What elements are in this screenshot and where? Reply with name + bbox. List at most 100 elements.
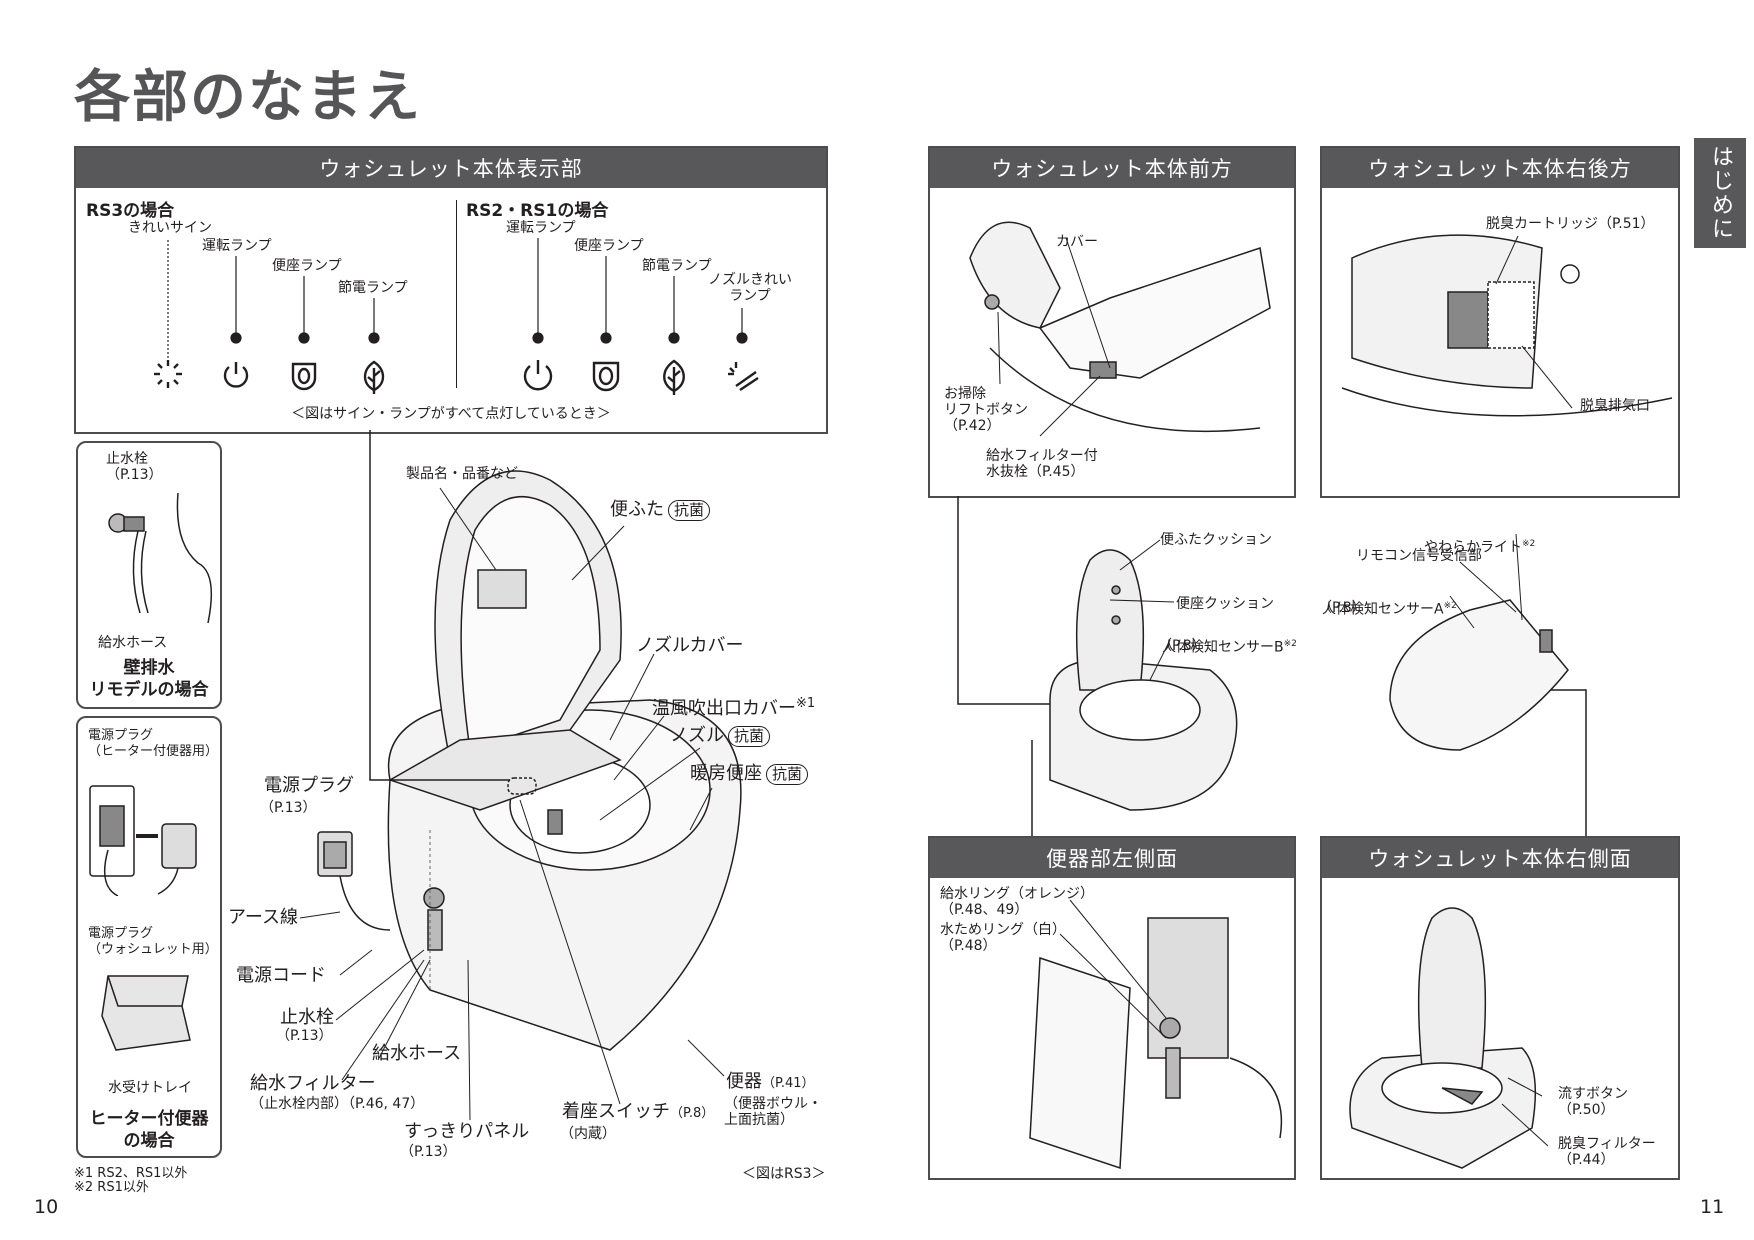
orange-ring-label: 給水リング（オレンジ） （P.48、49） xyxy=(940,886,1094,918)
power-icon xyxy=(223,362,249,388)
cartridge-label: 脱臭カートリッジ（P.51） xyxy=(1486,216,1655,232)
heated-seat-label: 暖房便座抗菌 xyxy=(690,764,809,785)
sensor-b-note: ※2 xyxy=(1283,639,1297,649)
power-plug-ref: （P.13） xyxy=(260,800,317,816)
display-panel-header: ウォシュレット本体表示部 xyxy=(76,148,826,188)
wall-valve-label: 止水栓 （P.13） xyxy=(106,451,163,483)
seat-closed-illustration xyxy=(1389,599,1569,751)
heater-plug-label: 電源プラグ （ヒーター付便器用） xyxy=(88,728,219,759)
deodor-filter-label: 脱臭フィルター （P.44） xyxy=(1558,1136,1656,1168)
rs2-label-power-lamp: 運転ランプ xyxy=(506,220,576,236)
sensor-a-note: ※2 xyxy=(1443,601,1457,611)
wall-drain-box: 止水栓 （P.13） 給水ホース 壁排水 リモデルの場合 xyxy=(76,441,222,709)
page-title: 各部のなまえ xyxy=(74,65,422,130)
panel-ref: （P.13） xyxy=(400,1144,457,1160)
toilet-main-illustration xyxy=(317,470,742,1051)
sensor-b-label: 人体検知センサーB※2 xyxy=(1162,639,1297,656)
left-side-panel-header: 便器部左側面 xyxy=(930,838,1294,878)
wall-hose-label: 給水ホース xyxy=(98,635,168,651)
product-name-label: 製品名・品番など xyxy=(406,466,518,482)
sensor-b-ref: （P.8） xyxy=(1158,638,1206,654)
drip-tray-illustration xyxy=(101,975,191,1051)
bowl-ref: （P.41） xyxy=(762,1076,815,1091)
page-number-right: 11 xyxy=(1700,1196,1725,1218)
seat-icon xyxy=(291,362,317,391)
front-illustration xyxy=(969,221,1271,437)
rs3-label-eco-lamp: 節電ランプ xyxy=(338,280,408,296)
water-filter-label: 給水フィルター xyxy=(250,1073,376,1094)
wall-valve-illustration xyxy=(108,492,213,624)
water-hose-label: 給水ホース xyxy=(372,1043,462,1064)
left-side-illustration xyxy=(1029,899,1283,1170)
display-panel: ウォシュレット本体表示部 RS3の場合 RS2・RS1の場合 きれいサイン 運転… xyxy=(74,146,828,434)
clean-sign-icon xyxy=(154,360,182,388)
right-side-illustration xyxy=(1349,907,1549,1169)
valve-label: 止水栓 xyxy=(280,1007,334,1028)
display-connector xyxy=(369,430,510,781)
footnote-2: ※2 RS1以外 xyxy=(74,1180,149,1195)
sensor-a-label: 人体検知センサーA※2 xyxy=(1322,601,1457,618)
washlet-plug-label: 電源プラグ （ウォシュレット用） xyxy=(88,926,218,957)
section-tab[interactable]: はじめに xyxy=(1694,138,1746,248)
valve-ref: （P.13） xyxy=(276,1028,333,1044)
remote-receiver-label: リモコン信号受信部 xyxy=(1356,548,1482,564)
right-side-panel-header: ウォシュレット本体右側面 xyxy=(1322,838,1678,878)
seat-icon xyxy=(592,361,620,392)
antibacterial-badge: 抗菌 xyxy=(728,726,771,747)
panel-divider xyxy=(456,200,457,388)
lift-button-label: お掃除 リフトボタン （P.42） xyxy=(944,386,1028,434)
filter-drain-label: 給水フィルター付 水抜栓（P.45） xyxy=(986,448,1098,480)
antibacterial-badge: 抗菌 xyxy=(766,764,809,785)
lid-label: 便ふた抗菌 xyxy=(610,500,711,521)
page-number-left: 10 xyxy=(34,1196,59,1218)
power-cord-label: 電源コード xyxy=(236,965,326,986)
eco-leaf-icon xyxy=(363,360,385,394)
lid-cushion-label: 便ふたクッション xyxy=(1160,532,1272,548)
flush-button-label: 流すボタン （P.50） xyxy=(1558,1086,1628,1118)
power-icon xyxy=(523,360,553,391)
seat-cushion-label: 便座クッション xyxy=(1176,596,1274,612)
display-note: ＜図はサイン・ランプがすべて点灯しているとき＞ xyxy=(291,406,611,422)
warm-air-label: 温風吹出口カバー※1 xyxy=(652,696,816,719)
drip-tray-label: 水受けトレイ xyxy=(108,1080,192,1096)
heater-toilet-box: 電源プラグ （ヒーター付便器用） 電源プラグ （ウォシュレット用） 水受けトレイ… xyxy=(76,716,222,1158)
eco-leaf-icon xyxy=(663,359,685,395)
nozzle-label: ノズル抗菌 xyxy=(670,726,771,747)
seat-switch-sub: （内蔵） xyxy=(560,1126,616,1142)
bowl-label: 便器（P.41） xyxy=(726,1071,815,1092)
right-side-panel: ウォシュレット本体右側面 流すボタン （P.50） 脱臭フィルター （P.44） xyxy=(1320,836,1680,1180)
rs3-heading: RS3の場合 xyxy=(86,201,175,221)
soft-light-note: ※2 xyxy=(1522,539,1536,549)
earth-wire-label: アース線 xyxy=(228,907,299,928)
rs3-label-seat-lamp: 便座ランプ xyxy=(272,258,342,274)
heater-toilet-caption: ヒーター付便器 の場合 xyxy=(89,1109,209,1151)
wall-drain-caption: 壁排水 リモデルの場合 xyxy=(89,658,209,700)
warm-air-note: ※1 xyxy=(796,696,816,711)
rs2-heading: RS2・RS1の場合 xyxy=(466,201,609,221)
sensor-a-ref: （P.8） xyxy=(1318,600,1366,616)
front-panel-header: ウォシュレット本体前方 xyxy=(930,148,1294,188)
rear-illustration xyxy=(1341,234,1673,417)
seat-switch-ref: （P.8） xyxy=(670,1106,715,1121)
antibacterial-badge: 抗菌 xyxy=(668,500,711,521)
seat-switch-label: 着座スイッチ（P.8） xyxy=(562,1101,715,1122)
lamp-leaders xyxy=(154,238,759,395)
bowl-sub: （便器ボウル・ 上面抗菌） xyxy=(724,1096,822,1128)
exhaust-label: 脱臭排気口 xyxy=(1580,398,1650,414)
left-side-panel: 便器部左側面 給水リング（オレンジ） （P.48、49） 水ためリング（白） （… xyxy=(928,836,1296,1180)
panel-label: すっきりパネル xyxy=(404,1121,530,1142)
power-plug-label: 電源プラグ xyxy=(264,775,354,796)
cover-label: カバー xyxy=(1056,234,1098,250)
nozzle-clean-icon xyxy=(728,362,759,391)
plug-illustration xyxy=(89,785,197,896)
rs3-label-power-lamp: 運転ランプ xyxy=(202,238,272,254)
rs2-label-nozzle-lamp: ノズルきれい ランプ xyxy=(708,272,792,304)
rear-panel-header: ウォシュレット本体右後方 xyxy=(1322,148,1678,188)
soft-light-label: やわらかライト※2 xyxy=(1424,539,1536,556)
rear-panel: ウォシュレット本体右後方 脱臭カートリッジ（P.51） 脱臭排気口 xyxy=(1320,146,1680,498)
front-panel: ウォシュレット本体前方 カバー お掃除 リフトボタン （P.42） 給水フィルタ… xyxy=(928,146,1296,498)
water-filter-ref: （止水栓内部）（P.46, 47） xyxy=(250,1096,425,1112)
nozzle-cover-label: ノズルカバー xyxy=(636,635,744,656)
